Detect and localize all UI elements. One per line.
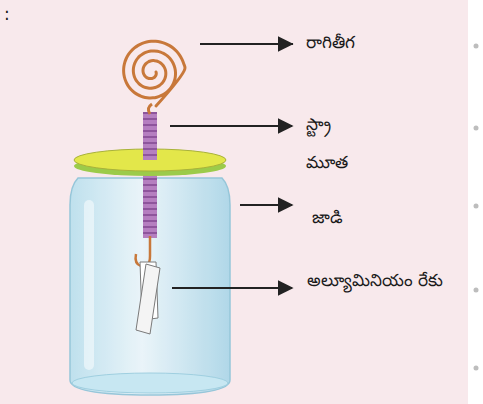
leader-arrow-tips xyxy=(292,43,293,45)
jar-shine xyxy=(84,200,94,370)
part-label: స్ట్రా xyxy=(306,112,331,138)
part-label: జాడి xyxy=(312,205,343,231)
copper-wire xyxy=(148,104,152,114)
background xyxy=(0,0,468,404)
mark: : xyxy=(4,2,10,28)
leader-arrows xyxy=(170,44,292,288)
straw-lower xyxy=(143,170,157,238)
part-label: అల్యూమినియం రేకు xyxy=(300,268,450,294)
copper-coil xyxy=(124,41,185,106)
part-label: రాగితీగ xyxy=(306,30,355,56)
aluminium-foil xyxy=(136,262,160,334)
straw-upper xyxy=(143,112,157,160)
jar-bottom xyxy=(72,373,228,393)
margin-dots xyxy=(474,44,479,371)
part-label: మూత xyxy=(306,150,348,176)
